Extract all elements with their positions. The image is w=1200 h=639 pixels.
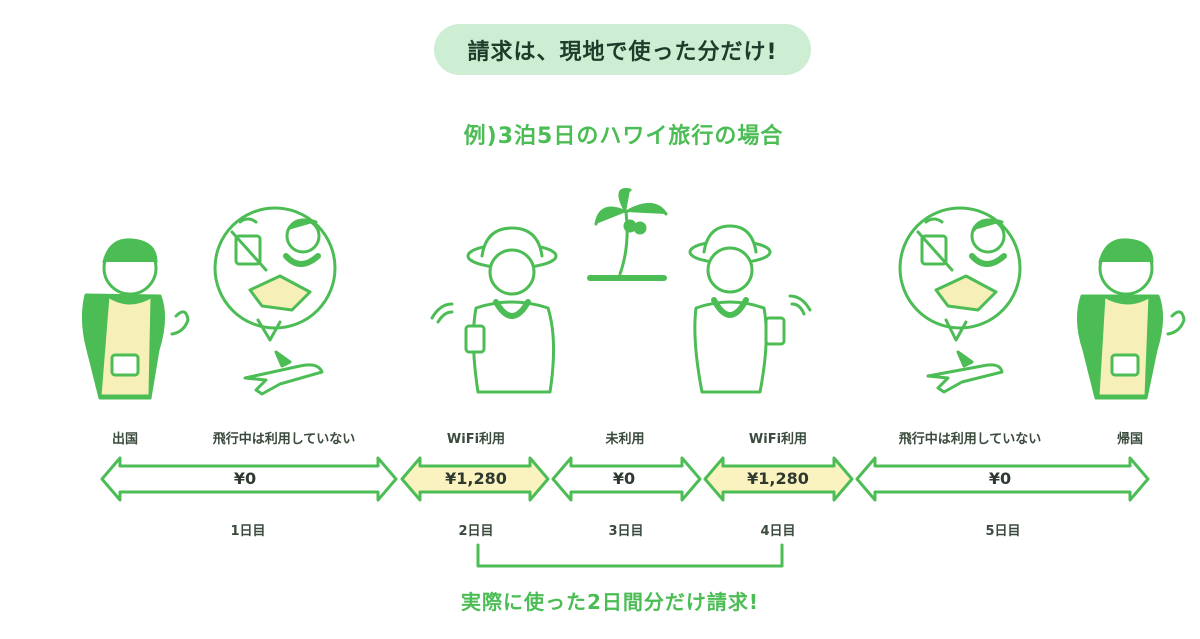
amount-day1: ¥0 bbox=[233, 469, 257, 488]
airplane-icon-left bbox=[243, 350, 324, 396]
traveler-icon-day2 bbox=[430, 226, 558, 394]
label-unused: 未利用 bbox=[605, 432, 645, 447]
arrow-day4 bbox=[703, 456, 854, 502]
billing-bracket bbox=[476, 543, 784, 568]
day-label-3: 3日目 bbox=[608, 524, 644, 539]
palm-tree-icon bbox=[587, 187, 668, 281]
day-label-5: 5日目 bbox=[985, 524, 1021, 539]
example-subtitle: 例)3泊5日のハワイ旅行の場合 bbox=[463, 124, 784, 149]
day-label-2: 2日目 bbox=[458, 524, 494, 539]
amount-day2: ¥1,280 bbox=[445, 469, 507, 488]
amount-day5: ¥0 bbox=[988, 469, 1012, 488]
inflight-bubble-right bbox=[898, 206, 1022, 342]
label-depart: 出国 bbox=[111, 432, 138, 447]
traveler-icon-day4 bbox=[688, 224, 812, 394]
headline-pill: 請求は、現地で使った分だけ! bbox=[434, 24, 811, 75]
no-wifi-icon-right bbox=[916, 217, 954, 272]
wifi-icon-day4 bbox=[788, 294, 812, 316]
label-flight-back: 飛行中は利用していない bbox=[898, 432, 1042, 447]
timeline-arrows bbox=[100, 456, 1150, 502]
headline-text: 請求は、現地で使った分だけ! bbox=[467, 39, 778, 65]
label-return: 帰国 bbox=[1116, 432, 1143, 447]
arrow-day2 bbox=[400, 456, 550, 502]
billing-note: 実際に使った2日間分だけ請求! bbox=[460, 590, 760, 614]
label-flight-out: 飛行中は利用していない bbox=[212, 432, 356, 447]
wifi-icon-day2 bbox=[430, 302, 454, 324]
amount-day4: ¥1,280 bbox=[747, 469, 809, 488]
label-wifi-use-1: WiFi利用 bbox=[446, 432, 506, 447]
arrow-day1 bbox=[100, 456, 398, 502]
day-label-1: 1日目 bbox=[230, 524, 266, 539]
traveler-icon-right bbox=[1077, 238, 1186, 400]
traveler-icon-left bbox=[81, 238, 190, 400]
arrow-day5 bbox=[855, 456, 1150, 502]
no-wifi-icon-left bbox=[230, 217, 268, 272]
airplane-icon-right bbox=[926, 350, 1004, 394]
label-wifi-use-2: WiFi利用 bbox=[748, 432, 808, 447]
amount-day3: ¥0 bbox=[612, 469, 636, 488]
day-label-4: 4日目 bbox=[760, 524, 796, 539]
arrow-day3 bbox=[551, 456, 702, 502]
inflight-bubble-left bbox=[213, 206, 337, 342]
